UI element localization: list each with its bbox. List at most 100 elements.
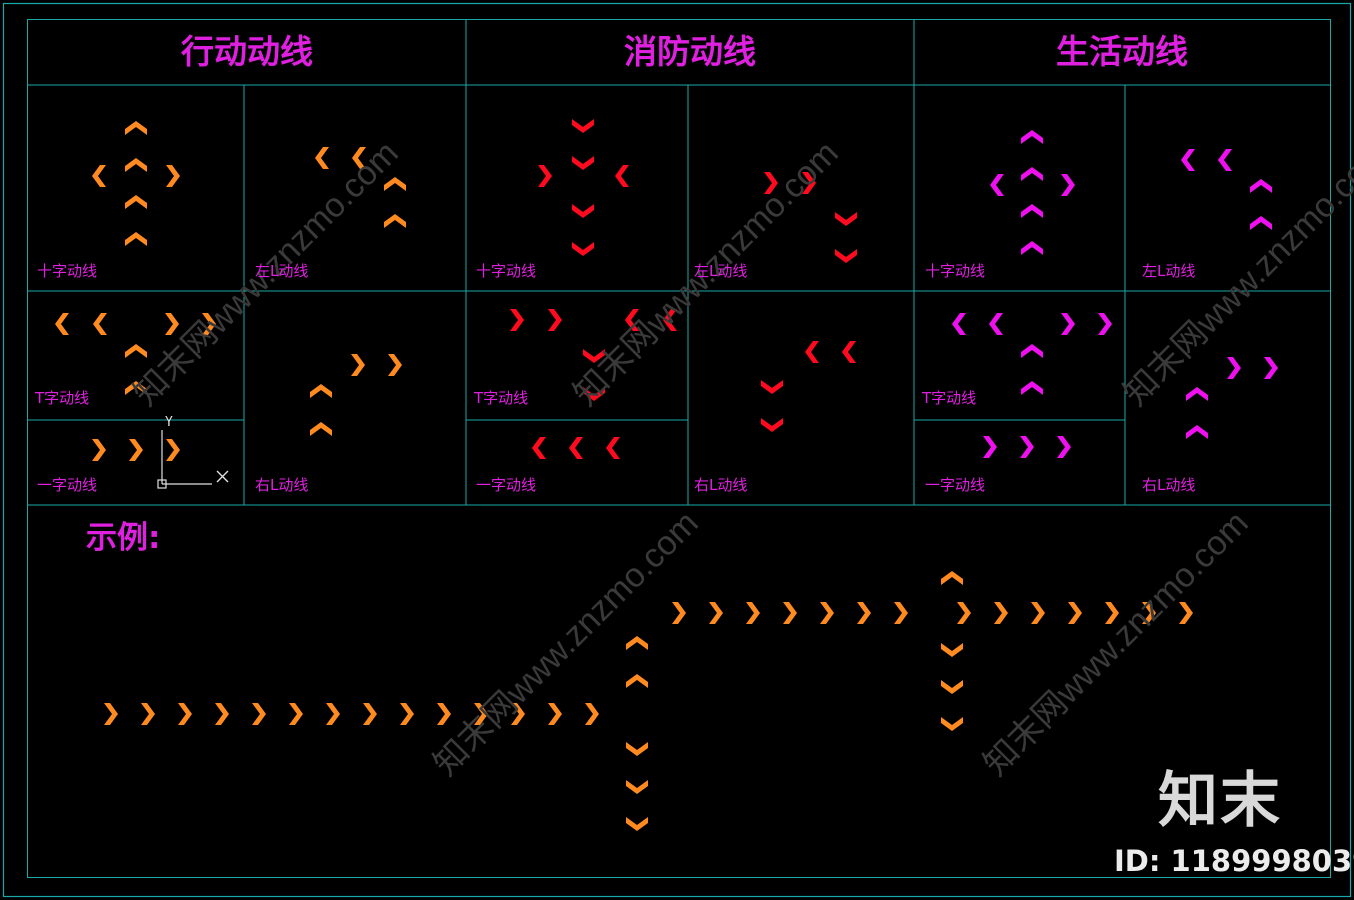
chevron-left-icon — [92, 165, 106, 187]
chevron-right-icon — [351, 354, 365, 376]
chevron-up-icon — [125, 158, 147, 172]
chevron-right-icon — [894, 602, 908, 624]
watermark-id: ID: 1189998039 — [1114, 844, 1354, 878]
label-straight: 一字动线 — [925, 476, 986, 494]
chevron-right-icon — [388, 354, 402, 376]
chevron-right-icon — [1068, 602, 1082, 624]
chevron-down-icon — [626, 742, 648, 756]
header-fire-circulation: 消防动线 — [624, 32, 756, 71]
chevron-left-icon — [1181, 149, 1195, 171]
chevron-right-icon — [672, 602, 686, 624]
chevron-left-icon — [93, 313, 107, 335]
example-title: 示例: — [86, 520, 161, 556]
label-left-l: 左L动线 — [694, 262, 748, 280]
chevron-up-icon — [1186, 387, 1208, 401]
chevron-right-icon — [166, 165, 180, 187]
chevron-right-icon — [1061, 174, 1075, 196]
chevron-up-icon — [310, 384, 332, 398]
chevron-up-icon — [626, 674, 648, 688]
brand-watermark-logo: 知末 — [1158, 766, 1282, 836]
label-right-l: 右L动线 — [255, 476, 309, 494]
ucs-axis-icon — [157, 430, 229, 489]
chevron-down-icon — [572, 242, 594, 256]
chevron-up-icon — [125, 121, 147, 135]
chevron-down-icon — [941, 680, 963, 694]
chevron-up-icon — [384, 214, 406, 228]
chevron-up-icon — [1021, 167, 1043, 181]
chevron-up-icon — [1021, 130, 1043, 144]
chevron-down-icon — [626, 817, 648, 831]
chevron-right-icon — [510, 309, 524, 331]
chevron-right-icon — [252, 703, 266, 725]
chevron-down-icon — [572, 204, 594, 218]
chevron-down-icon — [761, 418, 783, 432]
chevron-right-icon — [1020, 436, 1034, 458]
chevron-right-icon — [1264, 357, 1278, 379]
chevron-right-icon — [994, 602, 1008, 624]
chevron-right-icon — [983, 436, 997, 458]
chevron-left-icon — [569, 437, 583, 459]
chevron-right-icon — [289, 703, 303, 725]
chevron-right-icon — [1031, 602, 1045, 624]
label-t: T字动线 — [474, 389, 529, 407]
chevron-right-icon — [1061, 313, 1075, 335]
chevron-left-icon — [990, 174, 1004, 196]
chevron-right-icon — [820, 602, 834, 624]
chevron-right-icon — [129, 439, 143, 461]
chevron-right-icon — [957, 602, 971, 624]
chevron-up-icon — [1021, 344, 1043, 358]
label-cross: 十字动线 — [476, 262, 537, 280]
chevron-right-icon — [548, 309, 562, 331]
chevron-up-icon — [1250, 179, 1272, 193]
chevron-left-icon — [615, 165, 629, 187]
chevron-left-icon — [805, 341, 819, 363]
chevron-right-icon — [1098, 313, 1112, 335]
chevron-right-icon — [326, 703, 340, 725]
label-t: T字动线 — [35, 389, 90, 407]
chevron-right-icon — [1057, 436, 1071, 458]
chevron-up-icon — [1186, 425, 1208, 439]
chevron-up-icon — [125, 232, 147, 246]
arrow-layer — [55, 119, 1278, 831]
chevron-right-icon — [166, 439, 180, 461]
table-border — [27, 19, 1331, 878]
chevron-left-icon — [1218, 149, 1232, 171]
chevron-right-icon — [178, 703, 192, 725]
header-living-circulation: 生活动线 — [1056, 32, 1188, 71]
chevron-right-icon — [363, 703, 377, 725]
chevron-left-icon — [55, 313, 69, 335]
chevron-up-icon — [1021, 241, 1043, 255]
axis-y-label: Y — [165, 415, 173, 430]
chevron-right-icon — [400, 703, 414, 725]
chevron-down-icon — [761, 380, 783, 394]
chevron-up-icon — [626, 636, 648, 650]
chevron-down-icon — [941, 717, 963, 731]
chevron-right-icon — [141, 703, 155, 725]
chevron-up-icon — [1021, 204, 1043, 218]
chevron-right-icon — [92, 439, 106, 461]
chevron-right-icon — [709, 602, 723, 624]
chevron-left-icon — [842, 341, 856, 363]
chevron-right-icon — [585, 703, 599, 725]
chevron-right-icon — [538, 165, 552, 187]
chevron-up-icon — [1021, 381, 1043, 395]
label-cross: 十字动线 — [925, 262, 986, 280]
chevron-right-icon — [548, 703, 562, 725]
chevron-right-icon — [783, 602, 797, 624]
chevron-right-icon — [746, 602, 760, 624]
chevron-right-icon — [104, 703, 118, 725]
label-left-l: 左L动线 — [255, 262, 309, 280]
chevron-up-icon — [310, 422, 332, 436]
chevron-down-icon — [835, 249, 857, 263]
chevron-up-icon — [125, 195, 147, 209]
header-action-circulation: 行动动线 — [181, 32, 313, 71]
chevron-left-icon — [952, 313, 966, 335]
chevron-right-icon — [1227, 357, 1241, 379]
chevron-down-icon — [626, 780, 648, 794]
chevron-left-icon — [315, 147, 329, 169]
label-right-l: 右L动线 — [694, 476, 748, 494]
chevron-left-icon — [989, 313, 1003, 335]
